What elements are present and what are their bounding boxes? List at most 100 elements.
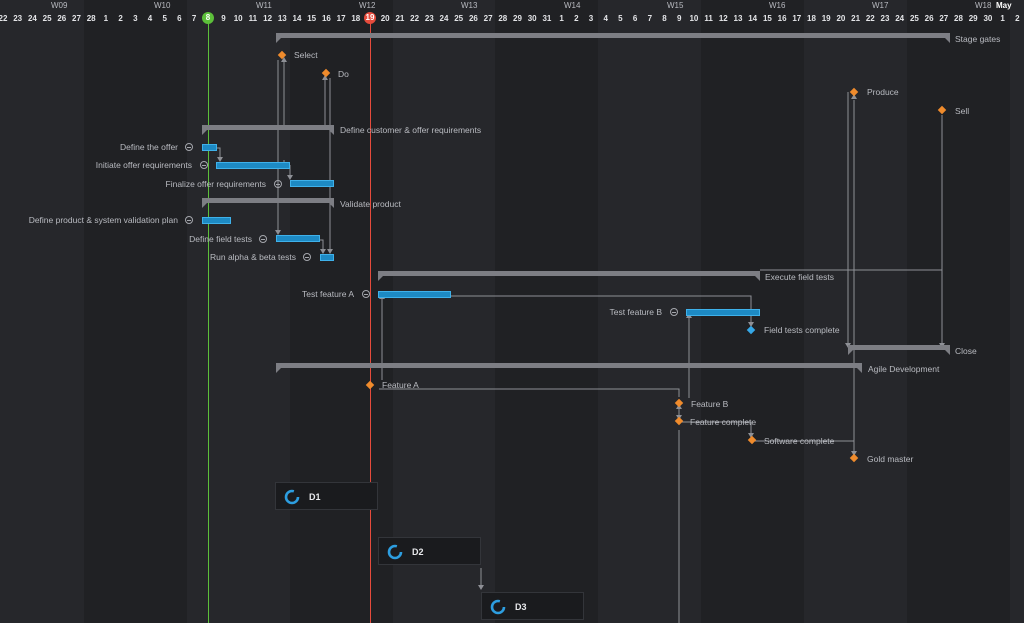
day-label: 13: [733, 14, 743, 23]
day-label: 25: [42, 14, 52, 23]
day-column: [260, 0, 275, 623]
today-line: [370, 22, 371, 623]
day-label: 23: [424, 14, 434, 23]
day-label: 20: [380, 14, 390, 23]
day-label: 1: [1000, 14, 1005, 23]
day-label: 21: [851, 14, 861, 23]
task-bar-test-feature-b[interactable]: [686, 309, 760, 316]
sprint-card-d2[interactable]: D2: [378, 537, 481, 565]
start-date-marker[interactable]: 8: [202, 12, 214, 24]
sprint-card-d1[interactable]: D1: [275, 482, 378, 510]
day-column: [392, 0, 408, 623]
summary-bar-agile-development[interactable]: [276, 363, 862, 373]
day-label: 19: [821, 14, 831, 23]
today-marker[interactable]: 19: [364, 12, 376, 24]
day-label: 5: [618, 14, 623, 23]
day-label: 17: [792, 14, 802, 23]
task-label-feature-a: Feature A: [382, 380, 419, 390]
day-label: 25: [909, 14, 919, 23]
day-label: 27: [483, 14, 493, 23]
day-label: 28: [498, 14, 508, 23]
task-bar-define-validation-plan[interactable]: [202, 217, 231, 224]
collapse-toggle-run-alpha-beta-tests[interactable]: [303, 253, 311, 261]
day-column: [862, 0, 878, 623]
day-column: [583, 0, 599, 623]
day-label: 24: [27, 14, 37, 23]
day-label: 2: [118, 14, 123, 23]
summary-bar-define-customer-offer-requirements[interactable]: [202, 125, 334, 135]
summary-bar-close[interactable]: [848, 345, 950, 355]
collapse-toggle-initiate-offer-requirements[interactable]: [200, 161, 208, 169]
day-label: 31: [542, 14, 552, 23]
day-label: 1: [559, 14, 564, 23]
day-label: 7: [647, 14, 653, 23]
task-label-validate-product: Validate product: [340, 199, 401, 209]
week-label: W15: [667, 1, 684, 10]
day-label: 18: [351, 14, 361, 23]
week-label: W13: [461, 1, 478, 10]
day-column: [524, 0, 540, 623]
summary-bar-stage-gates[interactable]: [276, 33, 950, 43]
start-date-line: [208, 22, 209, 623]
day-column: [466, 0, 481, 623]
collapse-toggle-test-feature-b[interactable]: [670, 308, 678, 316]
day-column: [760, 0, 775, 623]
day-label: 12: [263, 14, 273, 23]
day-column: [510, 0, 525, 623]
task-bar-initiate-offer-requirements[interactable]: [216, 162, 290, 169]
sprint-card-d3[interactable]: D3: [481, 592, 584, 620]
task-label-test-feature-a: Test feature A: [302, 289, 354, 299]
day-column: [965, 0, 981, 623]
task-label-software-complete: Software complete: [764, 436, 835, 446]
collapse-toggle-test-feature-a[interactable]: [362, 290, 370, 298]
day-column: [157, 0, 173, 623]
day-label: 3: [133, 14, 138, 23]
day-label: 11: [248, 14, 258, 23]
task-label-close: Close: [955, 346, 977, 356]
day-column: [245, 0, 261, 623]
task-bar-finalize-offer-requirements[interactable]: [290, 180, 334, 187]
day-column: [319, 0, 334, 623]
day-column: [774, 0, 790, 623]
day-label: 2: [574, 14, 579, 23]
day-column: [421, 0, 437, 623]
day-label: 29: [513, 14, 522, 23]
week-label: W09: [51, 1, 68, 10]
day-label: 3: [588, 14, 594, 23]
day-label: 9: [221, 14, 226, 23]
task-label-define-field-tests: Define field tests: [189, 234, 252, 244]
summary-bar-validate-product[interactable]: [202, 198, 334, 208]
task-label-finalize-offer-requirements: Finalize offer requirements: [165, 179, 266, 189]
day-label: 7: [191, 14, 197, 23]
collapse-toggle-finalize-offer-requirements[interactable]: [274, 180, 282, 188]
sprint-label-d3: D3: [515, 602, 527, 612]
day-label: 16: [777, 14, 787, 23]
collapse-toggle-define-validation-plan[interactable]: [185, 216, 193, 224]
day-label: 6: [632, 14, 638, 23]
day-column: [1009, 0, 1024, 623]
task-label-define-customer-offer-requirements: Define customer & offer requirements: [340, 125, 482, 135]
day-label: 16: [321, 14, 331, 23]
day-label: 5: [162, 14, 167, 23]
day-label: 9: [676, 14, 682, 23]
task-bar-define-the-offer[interactable]: [202, 144, 217, 151]
task-bar-run-alpha-beta-tests[interactable]: [320, 254, 334, 261]
day-label: 27: [939, 14, 949, 23]
day-label: 4: [147, 14, 153, 23]
day-label: 22: [0, 14, 8, 23]
day-column: [451, 0, 467, 623]
day-label: 13: [277, 14, 287, 23]
day-column: [818, 0, 834, 623]
day-column: [980, 0, 996, 623]
collapse-toggle-define-field-tests[interactable]: [259, 235, 267, 243]
task-bar-test-feature-a[interactable]: [378, 291, 451, 298]
summary-bar-execute-field-tests[interactable]: [378, 271, 760, 281]
task-bar-define-field-tests[interactable]: [276, 235, 320, 242]
day-column: [142, 0, 158, 623]
day-label: 21: [395, 14, 405, 23]
collapse-toggle-define-the-offer[interactable]: [185, 143, 193, 151]
task-label-field-tests-complete: Field tests complete: [764, 325, 840, 335]
day-column: [936, 0, 952, 623]
day-label: 6: [177, 14, 182, 23]
